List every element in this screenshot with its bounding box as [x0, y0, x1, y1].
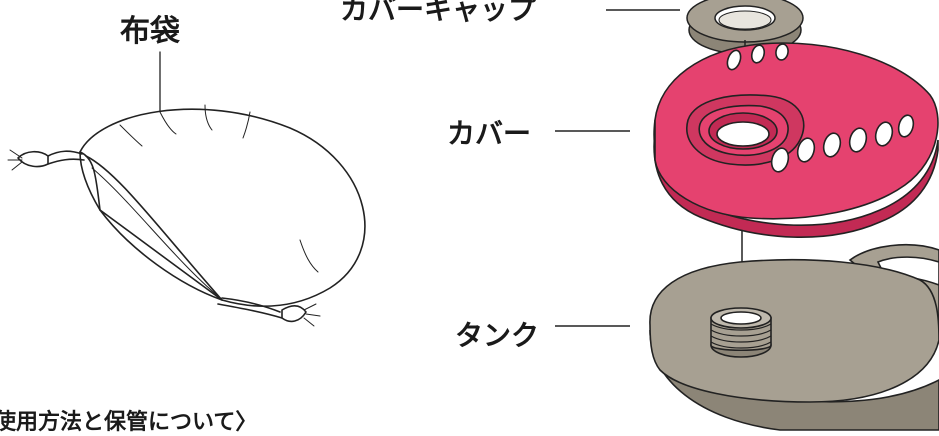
label-leader-lines	[555, 9, 680, 327]
label-cover: カバー	[447, 117, 532, 150]
section-caption: 使用方法と保管について〉	[0, 410, 258, 435]
cover-cap-illustration	[686, 0, 804, 55]
label-cloth-bag: 布袋	[120, 14, 180, 49]
label-tank: タンク	[455, 319, 540, 352]
cloth-bag-illustration	[7, 51, 366, 327]
tank-illustration	[649, 244, 939, 431]
label-cover-cap: カバーキャップ	[340, 0, 537, 26]
cover-illustration	[653, 42, 939, 238]
